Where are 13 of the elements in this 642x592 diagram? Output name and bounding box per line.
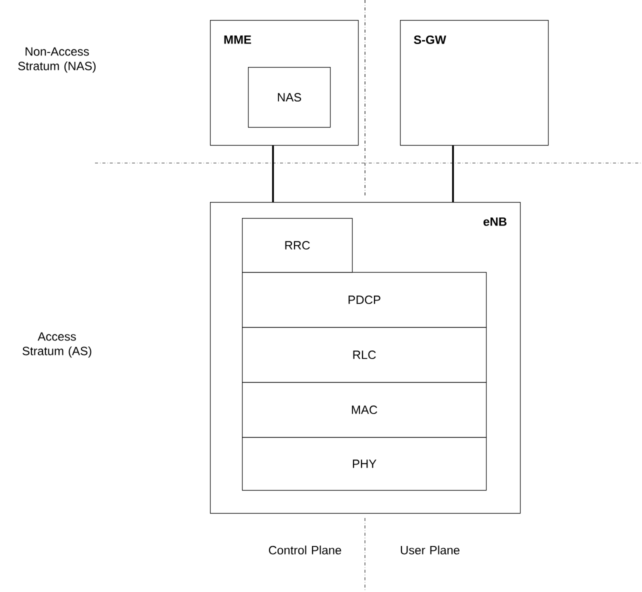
protocol-layer-box: PHY — [242, 437, 487, 491]
connector-line — [452, 146, 454, 202]
protocol-layer-box: NAS — [248, 67, 331, 128]
network-entity-box: S-GW — [400, 20, 549, 146]
side-label: User Plane — [400, 546, 460, 554]
protocol-layer-box: RRC — [242, 218, 353, 273]
side-label: Non-Access Stratum (NAS) — [18, 47, 96, 73]
protocol-layer-box: RLC — [242, 327, 487, 383]
connector-line — [272, 146, 274, 202]
protocol-layer-box: MAC — [242, 382, 487, 438]
protocol-layer-box: PDCP — [242, 272, 487, 328]
side-label: Control Plane — [268, 546, 342, 554]
side-label: Access Stratum (AS) — [22, 332, 92, 358]
